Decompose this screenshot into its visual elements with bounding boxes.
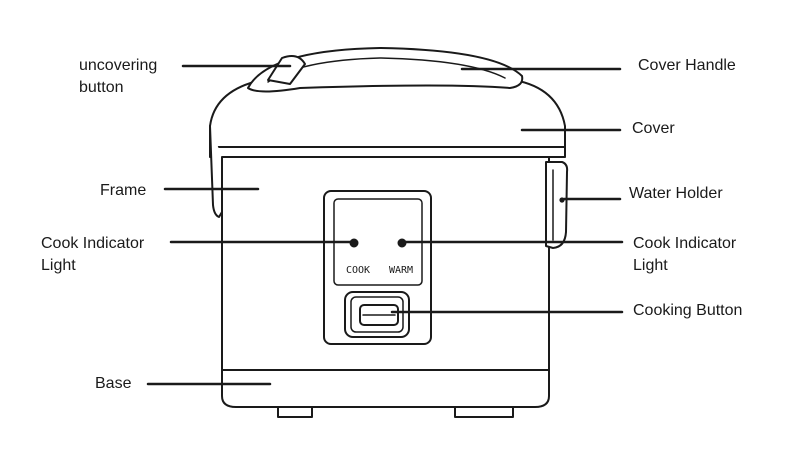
label-water-holder: Water Holder bbox=[629, 185, 723, 202]
label-cook-indicator-right-line-2: Light bbox=[633, 257, 668, 274]
right-foot bbox=[454, 406, 514, 418]
water-holder bbox=[545, 161, 569, 249]
label-cook-indicator-left: Cook Indicator Light bbox=[41, 233, 144, 277]
label-uncovering-button-line-1: uncovering bbox=[79, 57, 158, 74]
label-cook-indicator-left-line-1: Cook Indicator bbox=[41, 235, 145, 252]
uncovering-button-shape bbox=[267, 55, 306, 85]
label-uncovering-button-line-2: button bbox=[79, 79, 124, 96]
label-frame: Frame bbox=[100, 182, 147, 199]
label-base: Base bbox=[95, 375, 132, 392]
label-cook-indicator-right-line-1: Cook Indicator bbox=[633, 235, 737, 252]
warm-panel-text: WARM bbox=[389, 265, 413, 276]
label-uncovering-button: uncovering button bbox=[79, 55, 157, 99]
label-cooking-button: Cooking Button bbox=[633, 302, 743, 319]
label-cover: Cover bbox=[632, 120, 675, 137]
label-cook-indicator-right: Cook Indicator Light bbox=[633, 233, 736, 277]
left-side-bracket bbox=[209, 125, 223, 218]
left-foot bbox=[277, 406, 313, 418]
label-cook-indicator-left-line-2: Light bbox=[41, 257, 76, 274]
cook-panel-text: COOK bbox=[346, 265, 370, 276]
label-cover-handle: Cover Handle bbox=[638, 57, 736, 74]
cover-handle bbox=[247, 47, 524, 93]
